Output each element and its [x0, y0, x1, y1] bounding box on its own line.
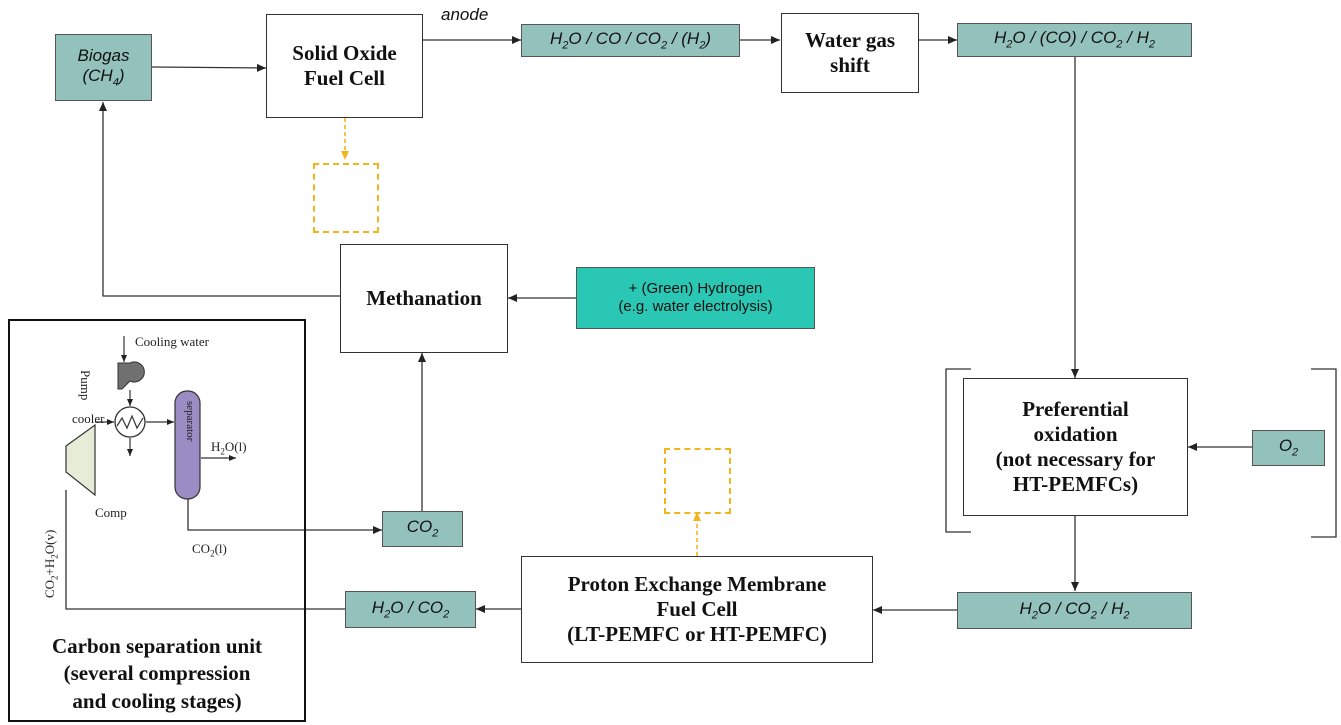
arrow-out-to-carbon-unit — [65, 490, 345, 610]
biogas-formula: (CH4) — [82, 66, 124, 90]
pemfc-line1: Proton Exchange Membrane — [567, 571, 827, 596]
h2o-liquid-label: H2O(l) — [211, 439, 247, 457]
carbon-unit-caption: Carbon separation unit (several compress… — [12, 633, 302, 715]
sofc-line1: Solid Oxide — [292, 40, 397, 65]
biogas-formula-end: ) — [118, 65, 125, 85]
carbon-separation-unit — [8, 319, 306, 722]
hydrogen-line2: (e.g. water electrolysis) — [618, 298, 773, 315]
prox-line1: Preferential — [1022, 396, 1129, 421]
separator-label: separator — [184, 401, 196, 442]
biogas-formula-text: (CH — [82, 65, 113, 85]
wgs-out-box: H2O / (CO) / CO2 / H2 — [957, 23, 1192, 57]
pemfc-line2: Fuel Cell — [656, 596, 738, 621]
wgs-line1: Water gas — [804, 27, 896, 52]
pemfc-energy-box — [664, 448, 731, 514]
pump-label: Pump — [78, 370, 93, 401]
sofc-box: Solid Oxide Fuel Cell — [266, 14, 423, 118]
hydrogen-line1: + (Green) Hydrogen — [628, 280, 763, 297]
prox-box: Preferential oxidation (not necessary fo… — [963, 378, 1188, 516]
arrow-co2l-to-co2 — [187, 498, 382, 534]
pemfc-out-text: H2O / CO2 — [371, 597, 450, 621]
prox-line3: (not necessary for — [995, 447, 1156, 471]
biogas-box: Biogas (CH4) — [55, 34, 152, 101]
co2-liquid-label: CO2(l) — [192, 541, 227, 559]
wgs-out-text: H2O / (CO) / CO2 / H2 — [994, 28, 1155, 51]
prox-out-box: H2O / CO2 / H2 — [957, 592, 1192, 629]
sofc-energy-box — [313, 163, 379, 233]
arrow-methanation-to-biogas — [99, 102, 340, 297]
anode-out-box: H2O / CO / CO2 / (H2) — [521, 24, 740, 57]
co2-text: CO2 — [406, 517, 439, 540]
methanation-box: Methanation — [340, 244, 508, 353]
separator-vessel — [174, 390, 201, 500]
arrow-biogas-to-sofc — [151, 63, 267, 72]
anode-out-text: H2O / CO / CO2 / (H2) — [550, 28, 711, 52]
sofc-line2: Fuel Cell — [303, 66, 386, 90]
methanation-label: Methanation — [366, 285, 482, 310]
o2-box: O2 — [1252, 430, 1325, 466]
pump-shape — [117, 361, 145, 390]
cooling-water-label: Cooling water — [135, 334, 210, 349]
hydrogen-box: + (Green) Hydrogen (e.g. water electroly… — [576, 267, 815, 329]
pemfc-out-box: H2O / CO2 — [345, 591, 476, 628]
pemfc-line3: (LT-PEMFC or HT-PEMFC) — [567, 622, 827, 647]
carbon-unit-caption-line1: Carbon separation unit — [51, 634, 263, 658]
wgs-line2: shift — [830, 53, 870, 77]
biogas-label: Biogas — [77, 45, 130, 65]
wgs-box: Water gas shift — [781, 13, 919, 93]
comp-label: Comp — [95, 505, 127, 520]
anode-label: anode — [441, 5, 489, 24]
carbon-unit-caption-line2: (several compression — [63, 661, 251, 686]
prox-line4: HT-PEMFCs) — [1012, 472, 1139, 497]
left-bracket — [945, 368, 971, 533]
carbon-unit-caption-line3: and cooling stages) — [72, 688, 242, 713]
co2-box: CO2 — [382, 511, 463, 547]
cooler-label: cooler — [72, 411, 105, 426]
inlet-label: CO2+H2O(v) — [42, 529, 60, 598]
o2-text: O2 — [1278, 436, 1299, 459]
right-bracket — [1311, 368, 1337, 538]
prox-out-text: H2O / CO2 / H2 — [1019, 598, 1130, 622]
compressor-shape — [65, 423, 96, 497]
prox-line2: oxidation — [1033, 421, 1118, 446]
biogas-formula-sub: 4 — [112, 76, 119, 89]
pemfc-box: Proton Exchange Membrane Fuel Cell (LT-P… — [521, 556, 873, 663]
